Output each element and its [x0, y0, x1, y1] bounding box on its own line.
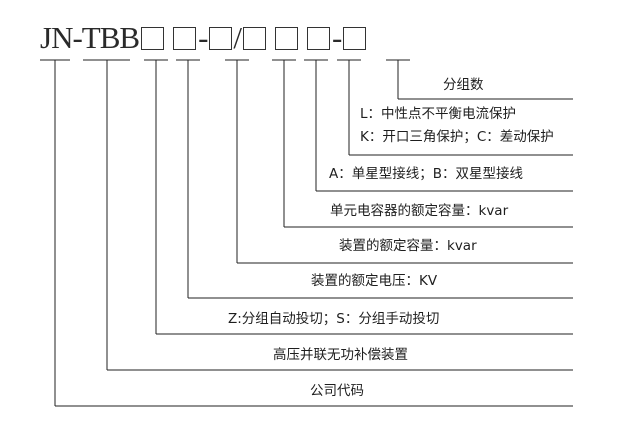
- label-protection-l: L：中性点不平衡电流保护: [360, 106, 517, 122]
- dash: -: [198, 20, 208, 55]
- placeholder-box-wiring: [275, 26, 299, 50]
- placeholder-box-group-count: [343, 26, 367, 50]
- label-switching-mode: Z:分组自动投切；S：分组手动投切: [228, 311, 440, 327]
- slash: /: [233, 20, 242, 55]
- dash: -: [72, 20, 82, 55]
- placeholder-box-switching: [141, 26, 165, 50]
- dash: -: [332, 20, 342, 55]
- placeholder-box-voltage: [173, 26, 197, 50]
- label-device-capacity: 装置的额定容量：kvar: [339, 238, 477, 254]
- placeholder-box-unit-capacity: [243, 26, 267, 50]
- label-wiring: A：单星型接线；B：双星型接线: [329, 166, 523, 182]
- label-protection-k-c: K：开口三角保护；C：差动保护: [360, 129, 554, 145]
- label-group-count: 分组数: [443, 77, 484, 93]
- label-product-type: 高压并联无功补偿装置: [273, 347, 408, 363]
- placeholder-box-device-capacity: [209, 26, 233, 50]
- series-code: TBB: [81, 20, 140, 55]
- label-company-code: 公司代码: [310, 383, 364, 399]
- label-unit-capacity: 单元电容器的额定容量：kvar: [330, 203, 509, 219]
- company-prefix: JN: [40, 20, 73, 55]
- model-code: JN - TBB - / -: [40, 20, 367, 56]
- placeholder-box-protection: [307, 26, 331, 50]
- label-rated-voltage: 装置的额定电压：KV: [311, 273, 438, 289]
